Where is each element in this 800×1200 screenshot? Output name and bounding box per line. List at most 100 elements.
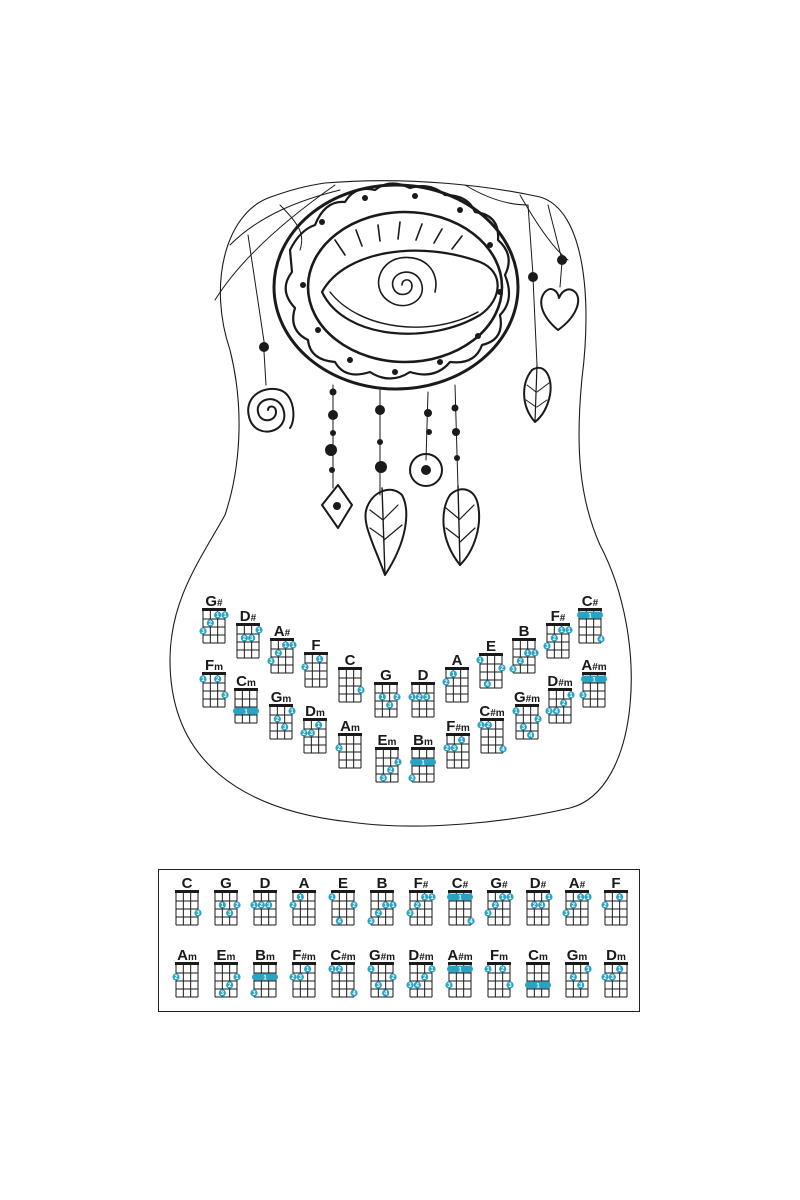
finger-number: 2 [553,636,557,642]
nut [565,890,589,893]
finger-number: 3 [564,911,568,917]
finger-number: 1 [201,677,205,683]
nut [479,653,503,656]
finger-number: 1 [458,895,462,901]
finger-number: 1 [318,657,322,663]
finger-dot [428,965,436,973]
finger-number: 4 [529,733,533,739]
chord-name: F# [414,875,429,892]
finger-dot [467,917,475,925]
finger-number: 2 [260,903,264,909]
finger-number: 1 [306,967,310,973]
finger-dot [608,973,616,981]
finger-dot [484,965,492,973]
finger-dot [218,989,226,997]
finger-dot [304,965,312,973]
chord-name: Cm [528,947,548,964]
chord-name: D [418,667,429,684]
finger-dot [335,965,343,973]
finger-number: 3 [511,667,515,673]
finger-dot [506,981,514,989]
finger-dot [382,989,390,997]
finger-dot [357,686,365,694]
finger-number: 2 [572,975,576,981]
chord-name: Fm [205,657,223,674]
finger-number: 1 [533,651,537,657]
finger-number: 3 [388,703,392,709]
finger-number: 2 [418,695,422,701]
finger-dot [300,729,308,737]
finger-number: 1 [421,760,425,766]
chord-name: G [380,667,392,684]
finger-number: 1 [284,643,288,649]
finger-number: 1 [391,903,395,909]
chord-name: F# [551,608,566,625]
nut [582,672,606,675]
chord-diagram-a-minor: Am2 [172,947,199,998]
finger-dot [584,965,592,973]
chord-diagram-c-minor: Cm1 [233,673,259,724]
finger-number: 4 [338,919,342,925]
finger-number: 1 [567,628,571,634]
finger-dot [616,965,624,973]
chord-name: C [182,875,193,892]
finger-number: 3 [310,731,314,737]
finger-number: 4 [501,747,505,753]
finger-dot [499,965,507,973]
finger-number: 3 [250,636,254,642]
finger-dot [214,611,222,619]
finger-number: 2 [291,975,295,981]
finger-number: 3 [377,983,381,989]
finger-number: 1 [536,983,540,989]
finger-dot [374,981,382,989]
finger-dot [221,611,229,619]
finger-dot [484,721,492,729]
finger-number: 1 [291,643,295,649]
finger-dot [550,634,558,642]
barre-mark [447,965,473,973]
finger-dot [565,626,573,634]
finger-number: 1 [526,651,530,657]
chord-name: D# [240,608,257,625]
finger-number: 4 [555,709,559,715]
finger-number: 2 [391,975,395,981]
chord-diagram-c: C3 [338,652,365,703]
finger-number: 1 [501,895,505,901]
finger-number: 3 [228,911,232,917]
finger-dot [289,901,297,909]
nut [375,747,399,750]
finger-dot [328,893,336,901]
finger-dot [442,678,450,686]
finger-dot [199,675,207,683]
nut [374,682,398,685]
finger-dot [379,774,387,782]
finger-dot [406,909,414,917]
finger-number: 3 [579,983,583,989]
nut [512,638,536,641]
finger-number: 1 [410,695,414,701]
finger-dot [316,655,324,663]
finger-number: 3 [359,688,363,694]
finger-dot [307,729,315,737]
finger-number: 3 [453,746,457,752]
finger-dot [335,744,343,752]
finger-number: 1 [223,613,227,619]
finger-number: 2 [416,903,420,909]
finger-dot [477,721,485,729]
chord-diagram-a: A12 [442,652,469,703]
chord-name: Gm [567,947,588,964]
finger-dot [367,965,375,973]
chord-name: D#m [408,947,433,964]
finger-number: 2 [209,621,213,627]
chord-diagram-c-sharp: C#14 [447,875,475,926]
finger-dot [274,649,282,657]
